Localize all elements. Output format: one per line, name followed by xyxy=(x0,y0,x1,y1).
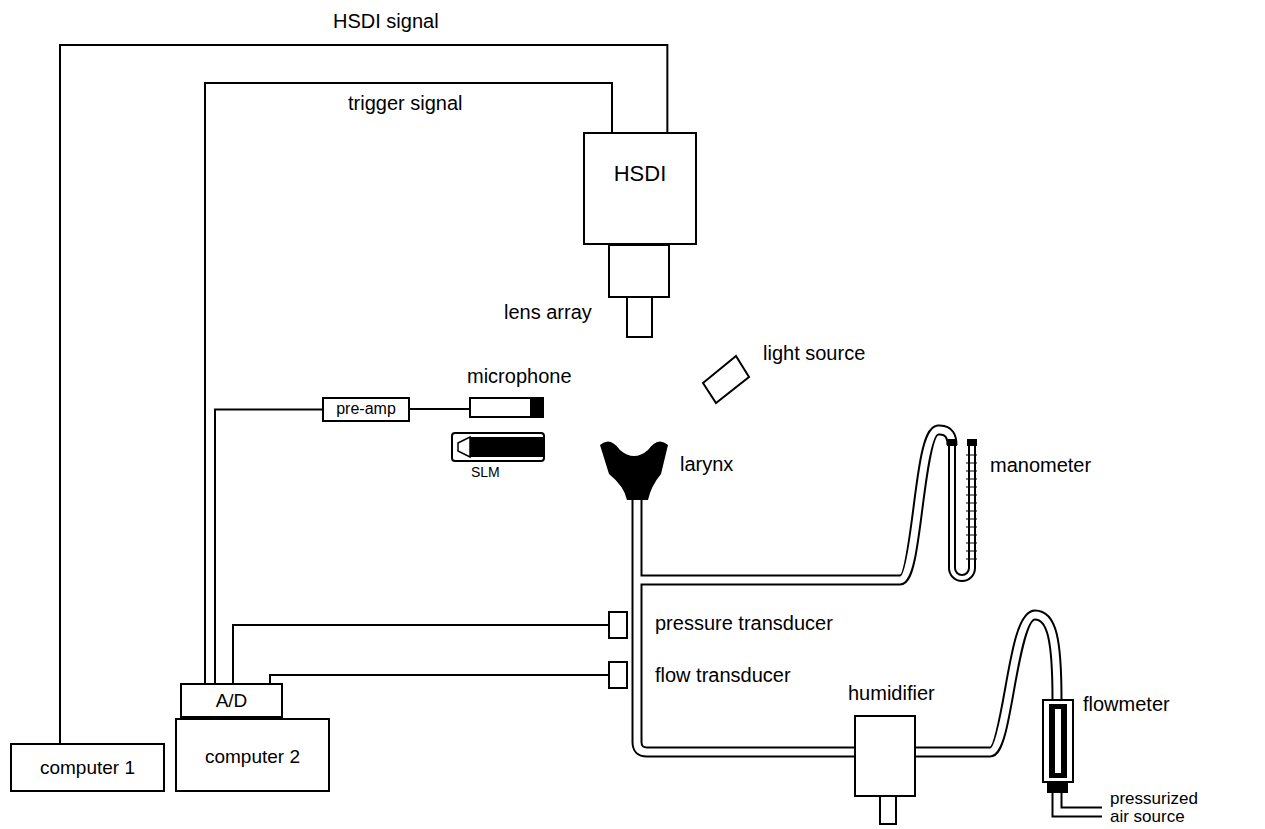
slm-housing xyxy=(452,433,544,461)
part-label: flow transducer xyxy=(655,665,791,686)
microphone xyxy=(470,398,543,417)
computer-box: computer 1 xyxy=(10,743,165,792)
humidifier xyxy=(855,716,915,796)
box-label: HSDI xyxy=(614,162,667,186)
air-tube-outline xyxy=(637,430,1102,812)
amplifier-box: pre-amp xyxy=(322,397,410,422)
flowmeter-tube xyxy=(1049,704,1067,778)
signal-wire xyxy=(205,83,612,683)
scale-tick xyxy=(966,543,977,544)
part-label: light source xyxy=(763,343,865,364)
scale-tick xyxy=(966,463,977,464)
box-label: computer 1 xyxy=(40,758,135,779)
humidifier-stem xyxy=(880,796,896,824)
pressure-wire xyxy=(233,625,609,683)
part-label: flowmeter xyxy=(1083,694,1170,715)
scale-tick xyxy=(966,455,977,456)
signal-wire xyxy=(60,45,667,743)
box-label: computer 2 xyxy=(205,747,300,768)
larynx xyxy=(600,441,668,500)
signal-label: HSDI signal xyxy=(330,10,442,32)
scale-tick xyxy=(966,551,977,552)
signal-wire xyxy=(215,410,322,684)
scale-tick xyxy=(966,535,977,536)
flowmeter xyxy=(1043,700,1073,782)
pressure-transducer xyxy=(609,612,627,638)
box-label: A/D xyxy=(216,691,248,712)
scale-tick xyxy=(966,503,977,504)
computer-box: computer 2 xyxy=(175,718,330,792)
part-label: SLM xyxy=(471,465,500,480)
slm-body xyxy=(470,437,544,457)
part-label: larynx xyxy=(680,454,733,475)
air-tube-inner xyxy=(637,430,1102,812)
part-label: microphone xyxy=(467,366,572,387)
manometer-scale xyxy=(966,455,977,559)
slm-tip xyxy=(458,437,470,457)
scale-tick xyxy=(966,471,977,472)
flowmeter-base xyxy=(1047,781,1068,793)
light-source xyxy=(703,356,749,403)
flowmeter-slit xyxy=(1055,709,1061,773)
part-label: lens array xyxy=(504,302,592,323)
flow-transducer xyxy=(609,662,627,688)
microphone-head xyxy=(530,398,543,417)
scale-tick xyxy=(966,495,977,496)
lens-tube xyxy=(627,297,652,337)
manometer-cap xyxy=(947,439,957,446)
lens-array xyxy=(609,245,669,297)
box-label: pre-amp xyxy=(336,400,396,418)
part-label: pressurized air source xyxy=(1110,790,1220,826)
scale-tick xyxy=(966,479,977,480)
camera-box: HSDI xyxy=(583,132,697,245)
microphone-wire xyxy=(410,408,470,410)
scale-tick xyxy=(966,487,977,488)
scale-tick xyxy=(966,519,977,520)
part-label: pressure transducer xyxy=(655,613,833,634)
scale-tick xyxy=(966,559,977,560)
flow-wire xyxy=(270,675,609,683)
scale-tick xyxy=(966,527,977,528)
scale-tick xyxy=(966,511,977,512)
signal-label: trigger signal xyxy=(345,92,466,114)
converter-box: A/D xyxy=(180,683,283,718)
part-label: manometer xyxy=(990,455,1091,476)
part-label: humidifier xyxy=(848,683,935,704)
manometer-cap xyxy=(967,439,977,446)
